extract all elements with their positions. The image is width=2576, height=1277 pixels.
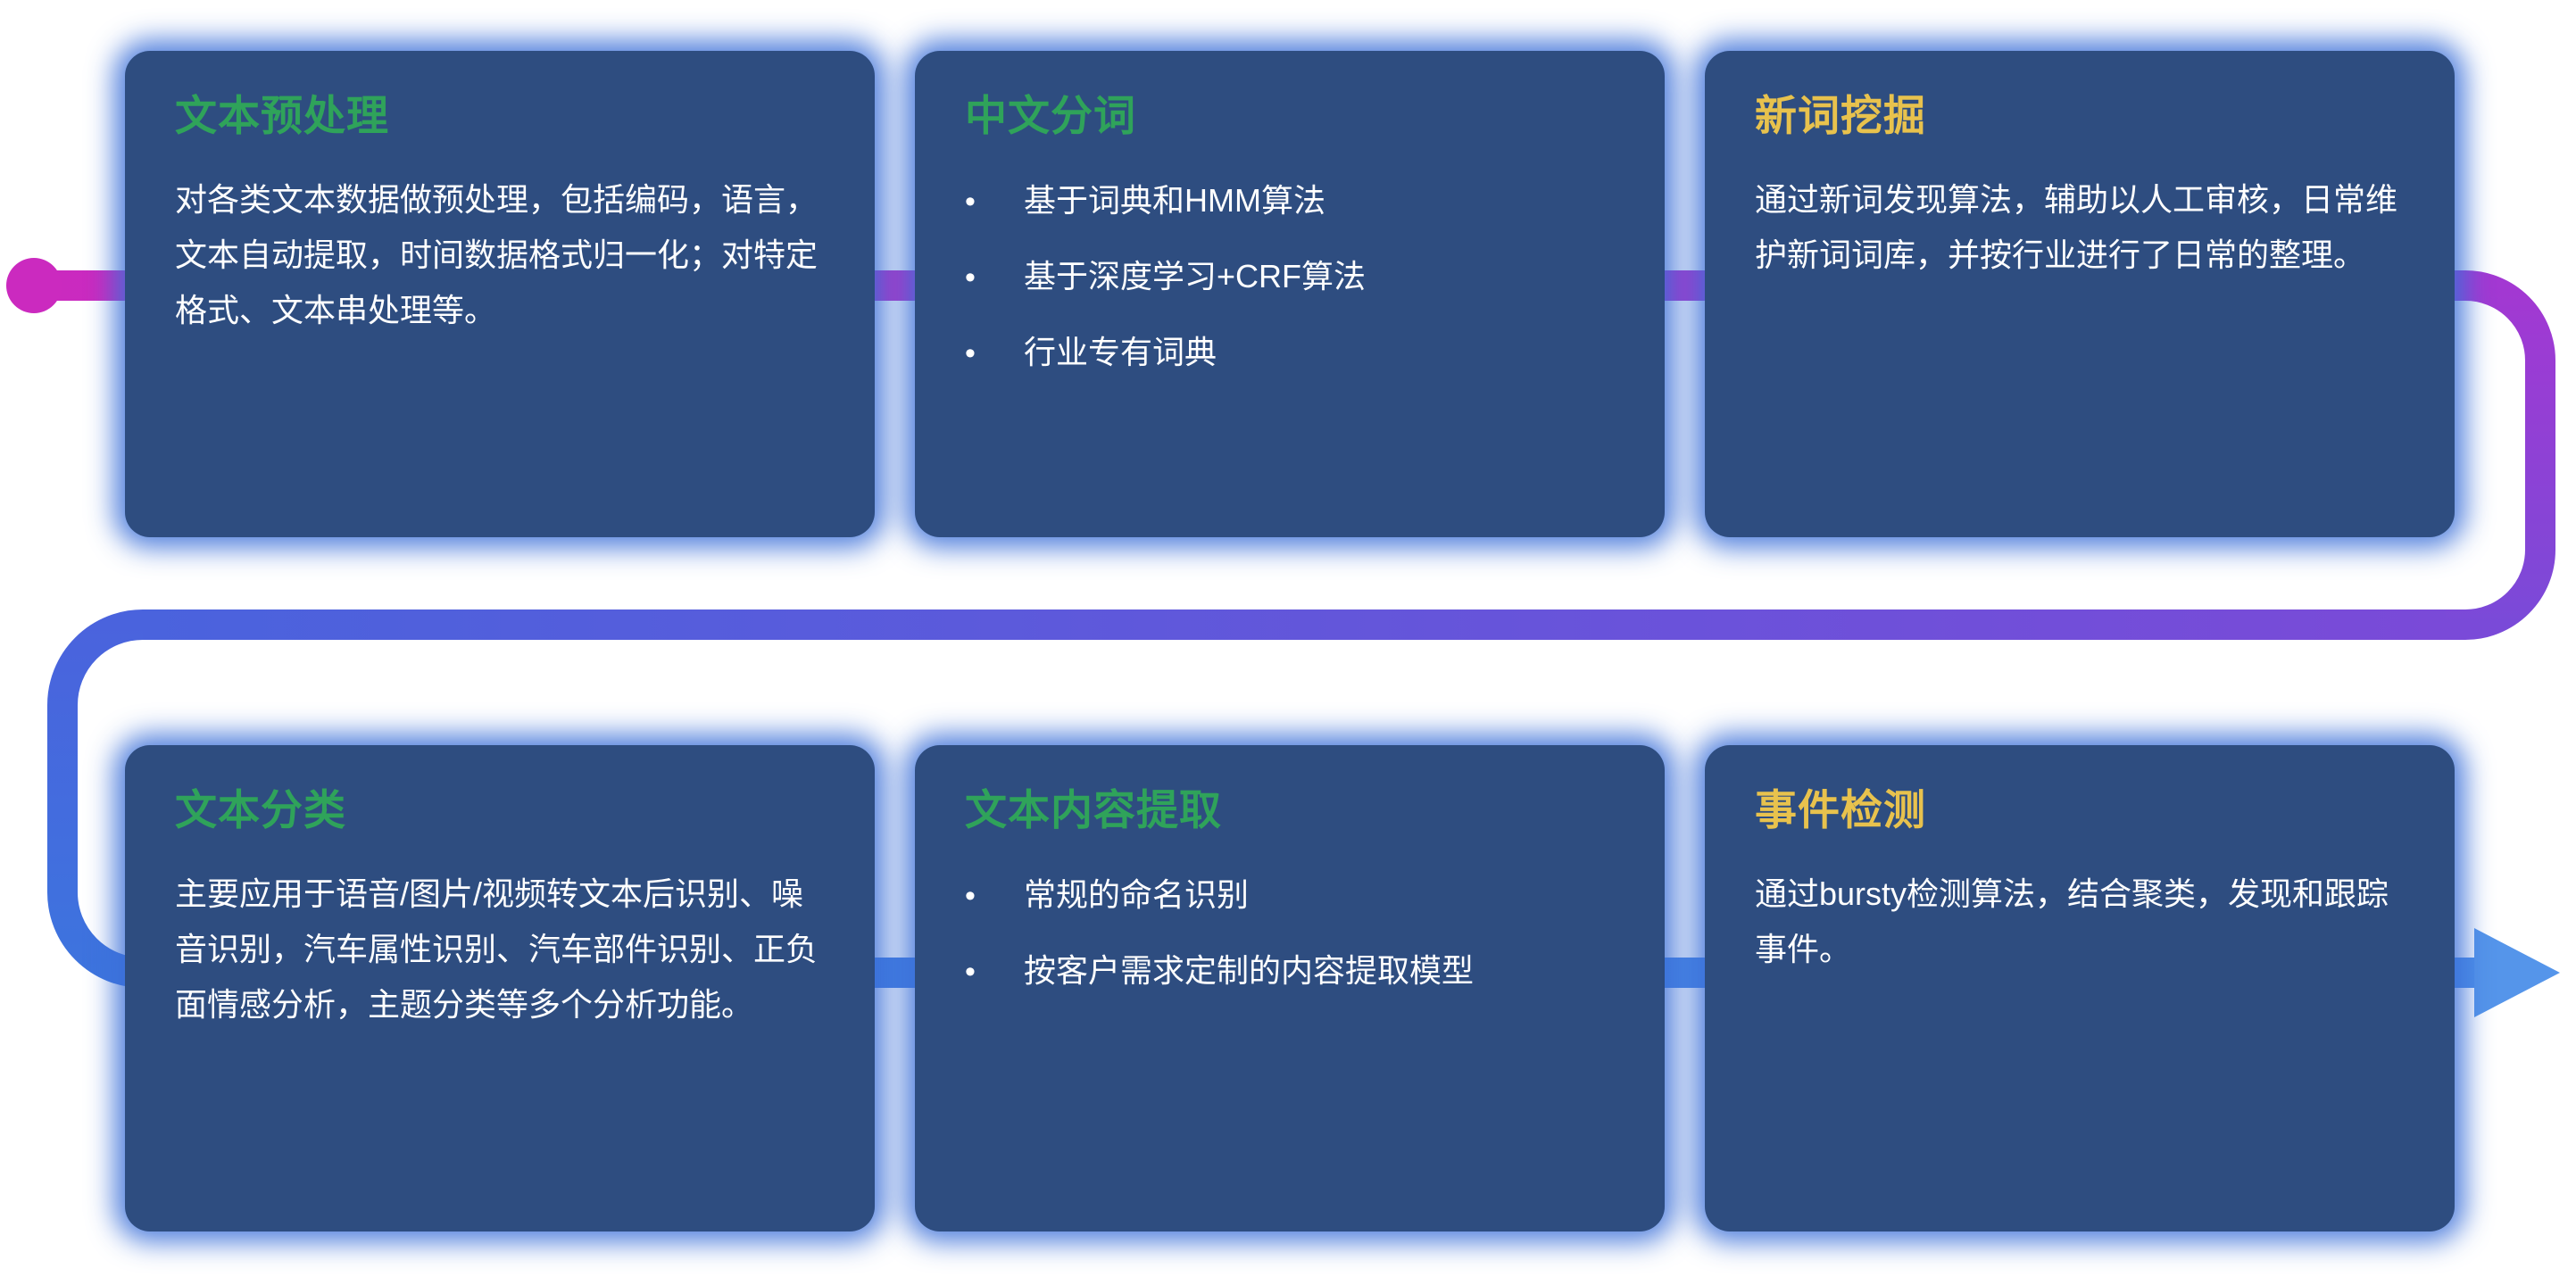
bullet-item: 按客户需求定制的内容提取模型: [965, 949, 1615, 993]
card-chinese-word-segmentation: 中文分词 基于词典和HMM算法 基于深度学习+CRF算法 行业专有词典: [915, 51, 1665, 537]
bullet-item: 行业专有词典: [965, 331, 1615, 375]
flow-segment-left-curve: [47, 609, 144, 988]
flow-start-dot-icon: [6, 258, 62, 313]
card-title: 文本内容提取: [965, 786, 1222, 833]
card-title: 文本分类: [175, 786, 346, 833]
card-new-word-mining: 新词挖掘 通过新词发现算法，辅助以人工审核，日常维护新词词库，并按行业进行了日常…: [1705, 51, 2455, 537]
flow-arrowhead-icon: [2474, 928, 2560, 1017]
card-text-preprocessing: 文本预处理 对各类文本数据做预处理，包括编码，语言，文本自动提取，时间数据格式归…: [125, 51, 875, 537]
card-title: 文本预处理: [175, 92, 389, 139]
card-body: 对各类文本数据做预处理，包括编码，语言，文本自动提取，时间数据格式归一化；对特定…: [175, 181, 819, 328]
card-title: 新词挖掘: [1755, 92, 1926, 139]
bullet-item: 基于词典和HMM算法: [965, 179, 1615, 223]
card-body: 通过新词发现算法，辅助以人工审核，日常维护新词词库，并按行业进行了日常的整理。: [1755, 181, 2398, 273]
card-body: 主要应用于语音/图片/视频转文本后识别、噪音识别，汽车属性识别、汽车部件识别、正…: [175, 875, 819, 1023]
flow-segment-right-curve: [2444, 270, 2555, 640]
card-event-detection: 事件检测 通过bursty检测算法，结合聚类，发现和跟踪事件。: [1705, 745, 2455, 1231]
bullet-item: 常规的命名识别: [965, 874, 1615, 917]
bullet-item: 基于深度学习+CRF算法: [965, 255, 1615, 299]
bullet-list: 基于词典和HMM算法 基于深度学习+CRF算法 行业专有词典: [965, 179, 1615, 375]
card-title: 事件检测: [1755, 786, 1926, 833]
bullet-list: 常规的命名识别 按客户需求定制的内容提取模型: [965, 874, 1615, 993]
card-title: 中文分词: [965, 92, 1136, 139]
card-text-content-extraction: 文本内容提取 常规的命名识别 按客户需求定制的内容提取模型: [915, 745, 1665, 1231]
card-text-classification: 文本分类 主要应用于语音/图片/视频转文本后识别、噪音识别，汽车属性识别、汽车部…: [125, 745, 875, 1231]
card-body: 通过bursty检测算法，结合聚类，发现和跟踪事件。: [1755, 875, 2389, 967]
